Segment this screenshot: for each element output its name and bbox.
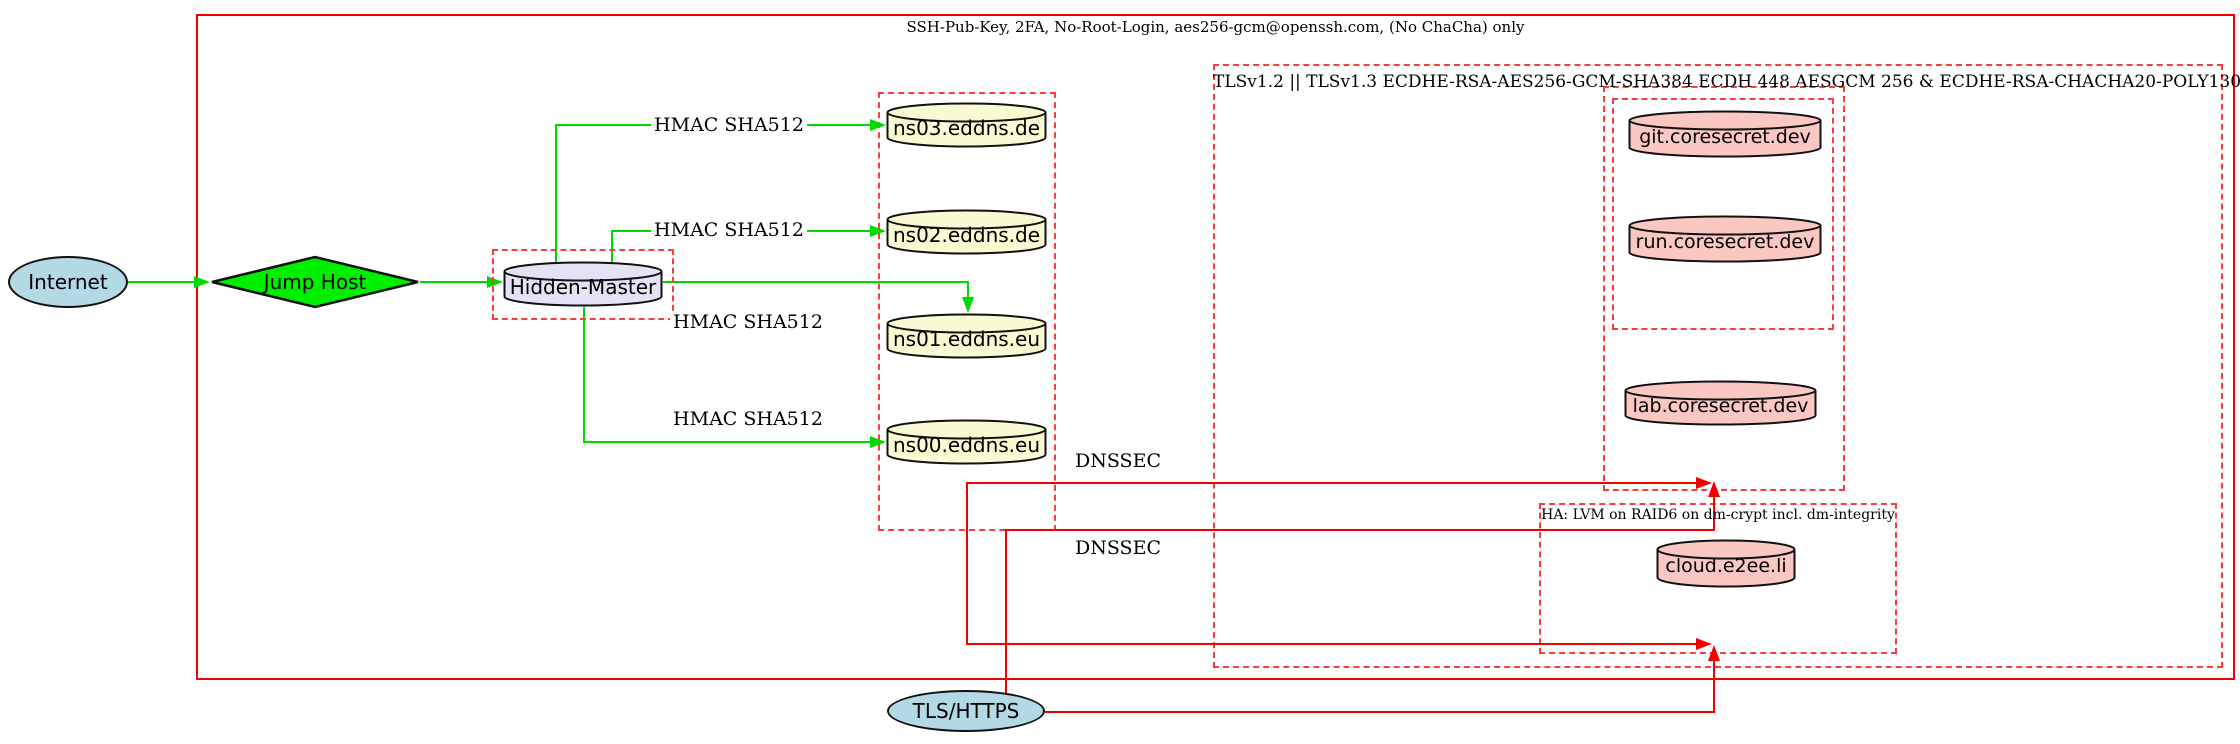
node-ns02-label: ns02.eddns.de <box>892 222 1041 247</box>
edge-label-hmac-ns00: HMAC SHA512 <box>670 408 826 430</box>
cylinder-shape <box>886 209 1047 255</box>
node-jump-host: Jump Host <box>210 255 420 309</box>
cluster-ssh-box <box>196 14 2235 680</box>
cylinder-shape <box>1656 539 1796 588</box>
edge-tls-ha-v <box>1713 660 1715 713</box>
edge-tls-coresecret-v1 <box>1005 530 1007 695</box>
cylinder-shape <box>886 102 1047 148</box>
node-lab-coresecret: lab.coresecret.dev <box>1624 380 1817 426</box>
arrowhead-ns03 <box>870 119 886 131</box>
edge-label-dnssec-1: DNSSEC <box>1072 450 1164 472</box>
node-cloud-label: cloud.e2ee.li <box>1665 555 1787 577</box>
cluster-ha-label: HA: LVM on RAID6 on dm-crypt incl. dm-in… <box>1541 507 1895 523</box>
arrowhead-tls-coresecret <box>1708 481 1720 497</box>
node-ns02: ns02.eddns.de <box>886 209 1047 255</box>
node-cloud-e2ee: cloud.e2ee.li <box>1656 539 1796 588</box>
edge-hiddenmaster-ns01-v <box>967 281 969 298</box>
edge-jumphost-hiddenmaster <box>420 281 488 283</box>
edge-dnssec-ha-h <box>966 643 1696 645</box>
edge-hiddenmaster-ns01-h <box>663 281 969 283</box>
edge-label-hmac-ns02: HMAC SHA512 <box>651 219 807 241</box>
edge-tls-coresecret-h <box>1005 529 1715 531</box>
edge-tls-coresecret-v2 <box>1713 496 1715 531</box>
cylinder-shape <box>1624 380 1817 426</box>
cylinder-shape <box>1628 215 1822 263</box>
node-git-label: git.coresecret.dev <box>1639 125 1811 148</box>
cylinder-shape <box>886 313 1047 359</box>
arrowhead-jumphost-hiddenmaster <box>487 276 503 288</box>
edge-hiddenmaster-ns03-v <box>555 124 557 262</box>
edge-label-hmac-ns03: HMAC SHA512 <box>651 114 807 136</box>
node-hidden-master-label: Hidden-Master <box>509 274 657 299</box>
cylinder-shape <box>1628 110 1822 158</box>
edge-hiddenmaster-ns00-v <box>583 307 585 443</box>
node-lab-label: lab.coresecret.dev <box>1632 394 1809 417</box>
arrowhead-tls-ha <box>1708 645 1720 661</box>
node-tls-https: TLS/HTTPS <box>887 690 1045 732</box>
node-tls-https-label: TLS/HTTPS <box>912 699 1020 723</box>
cluster-tls-label: TLSv1.2 || TLSv1.3 ECDHE-RSA-AES256-GCM-… <box>1213 72 2240 92</box>
hidden-master-dashed-box <box>492 249 674 320</box>
arrowhead-ns02 <box>870 225 886 237</box>
arrowhead-ns01 <box>962 297 974 313</box>
edge-hiddenmaster-ns02-v <box>611 230 613 262</box>
node-run-label: run.coresecret.dev <box>1635 230 1815 253</box>
node-git-coresecret: git.coresecret.dev <box>1628 110 1822 158</box>
cluster-coresecret-box <box>1603 86 1845 491</box>
edge-label-dnssec-2: DNSSEC <box>1072 537 1164 559</box>
node-hidden-master: Hidden-Master <box>503 261 663 307</box>
node-internet: Internet <box>8 256 128 308</box>
node-jump-host-label: Jump Host <box>263 270 367 294</box>
node-ns01: ns01.eddns.eu <box>886 313 1047 359</box>
node-ns03: ns03.eddns.de <box>886 102 1047 148</box>
edge-label-hmac-ns01: HMAC SHA512 <box>670 311 826 333</box>
cluster-tls-box <box>1213 64 2223 668</box>
cluster-gitrun-box <box>1612 98 1834 330</box>
node-ns00-label: ns00.eddns.eu <box>892 432 1041 457</box>
cylinder-shape <box>886 419 1047 465</box>
edge-dnssec-coresecret-h <box>966 482 1696 484</box>
edge-internet-jumphost <box>128 281 195 283</box>
edge-hiddenmaster-ns00-h <box>583 441 870 443</box>
arrowhead-ns00 <box>870 436 886 448</box>
edge-dnssec-ha-v <box>966 482 968 645</box>
jump-host-diamond-shape <box>211 255 419 309</box>
node-run-coresecret: run.coresecret.dev <box>1628 215 1822 263</box>
edge-tls-ha-h <box>1045 711 1715 713</box>
node-ns01-label: ns01.eddns.eu <box>892 326 1041 351</box>
cluster-ssh-label: SSH-Pub-Key, 2FA, No-Root-Login, aes256-… <box>906 18 1525 36</box>
cylinder-shape <box>503 261 663 307</box>
node-ns03-label: ns03.eddns.de <box>892 115 1041 140</box>
node-ns00: ns00.eddns.eu <box>886 419 1047 465</box>
node-internet-label: Internet <box>28 270 108 294</box>
arrowhead-internet-jumphost <box>194 276 210 288</box>
